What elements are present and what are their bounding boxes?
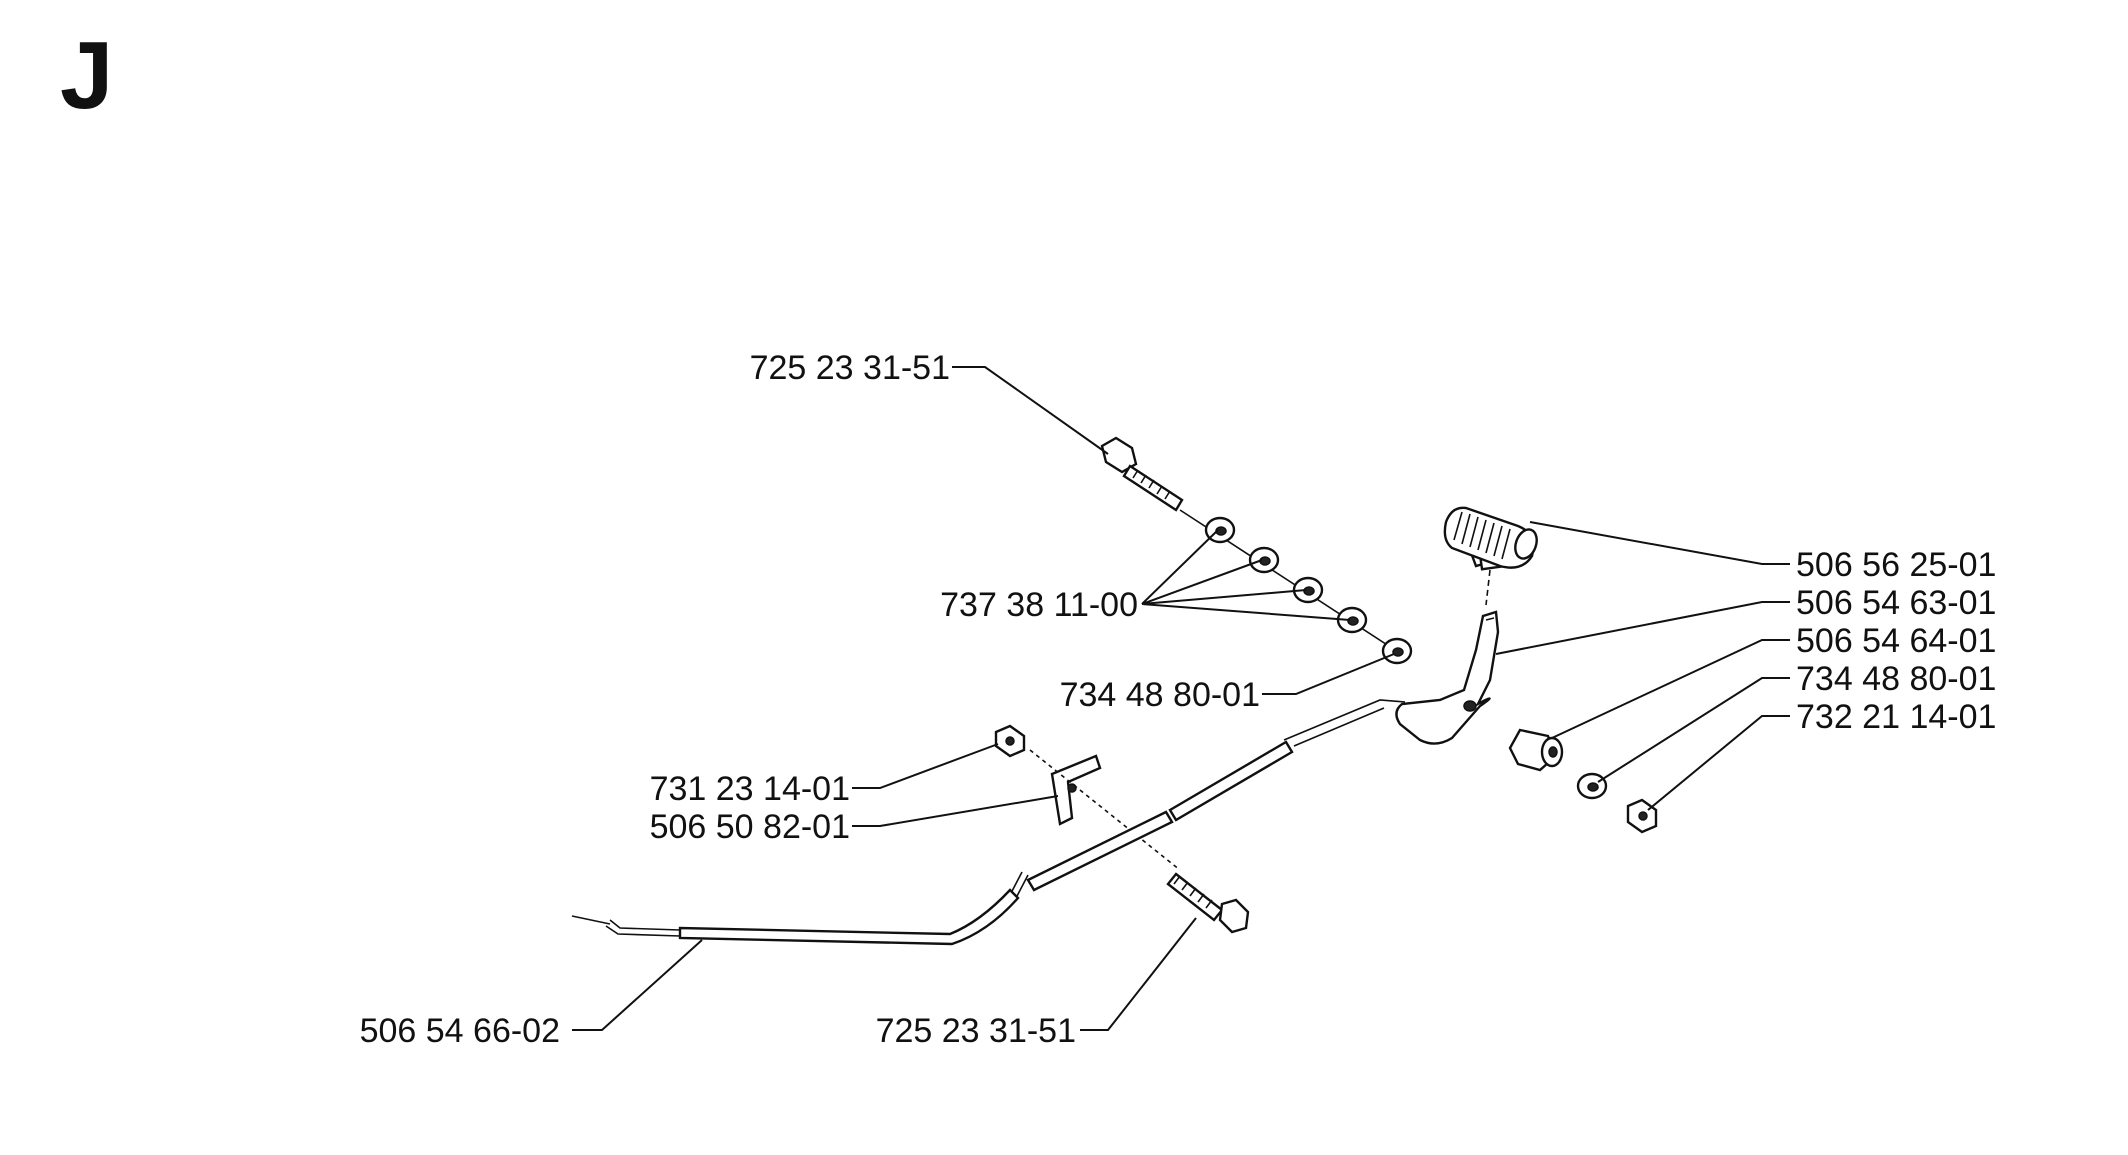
cable: [571, 699, 1406, 946]
washer-3: [1292, 576, 1324, 604]
lever: [1395, 610, 1500, 745]
label-washer-mid: 734 48 80-01: [1060, 676, 1260, 714]
section-letter: J: [60, 22, 113, 129]
bolt-bottom: [1166, 872, 1250, 934]
bushing: [1508, 728, 1564, 772]
washer-2: [1248, 546, 1280, 574]
leader-bolt-top: [952, 366, 1109, 455]
leader-washers: [1141, 529, 1351, 621]
leader-clamp: [852, 795, 1059, 827]
leader-nut-left: [852, 743, 999, 789]
label-nut-left: 731 23 14-01: [650, 770, 850, 808]
label-bushing: 506 54 64-01: [1796, 622, 1996, 660]
leader-knob: [1529, 521, 1790, 565]
leader-bolt-bottom: [1080, 917, 1197, 1031]
label-nut-right: 732 21 14-01: [1796, 698, 1996, 736]
label-cable: 506 54 66-02: [360, 1012, 560, 1050]
washer-6: [1576, 772, 1608, 800]
label-lever: 506 54 63-01: [1796, 584, 1996, 622]
leader-nut-right: [1647, 715, 1790, 811]
nut-left: [994, 724, 1026, 758]
nut-right: [1626, 798, 1658, 834]
knob-axis: [1485, 569, 1491, 606]
leader-cable: [572, 939, 703, 1031]
leader-lever: [1495, 601, 1790, 655]
clamp: [1050, 754, 1102, 826]
label-washer-right: 734 48 80-01: [1796, 660, 1996, 698]
bolt-top: [1100, 436, 1184, 512]
leader-washer-mid: [1262, 653, 1395, 695]
label-knob: 506 56 25-01: [1796, 546, 1996, 584]
leader-washer-right: [1597, 677, 1790, 783]
label-washers: 737 38 11-00: [940, 586, 1138, 624]
leader-bushing: [1551, 639, 1790, 739]
label-bolt-bottom: 725 23 31-51: [876, 1012, 1076, 1050]
label-bolt-top: 725 23 31-51: [750, 349, 950, 387]
washer-5: [1381, 637, 1413, 665]
label-clamp: 506 50 82-01: [650, 808, 850, 846]
bolt-axis: [1029, 749, 1181, 871]
knob: [1443, 506, 1538, 571]
